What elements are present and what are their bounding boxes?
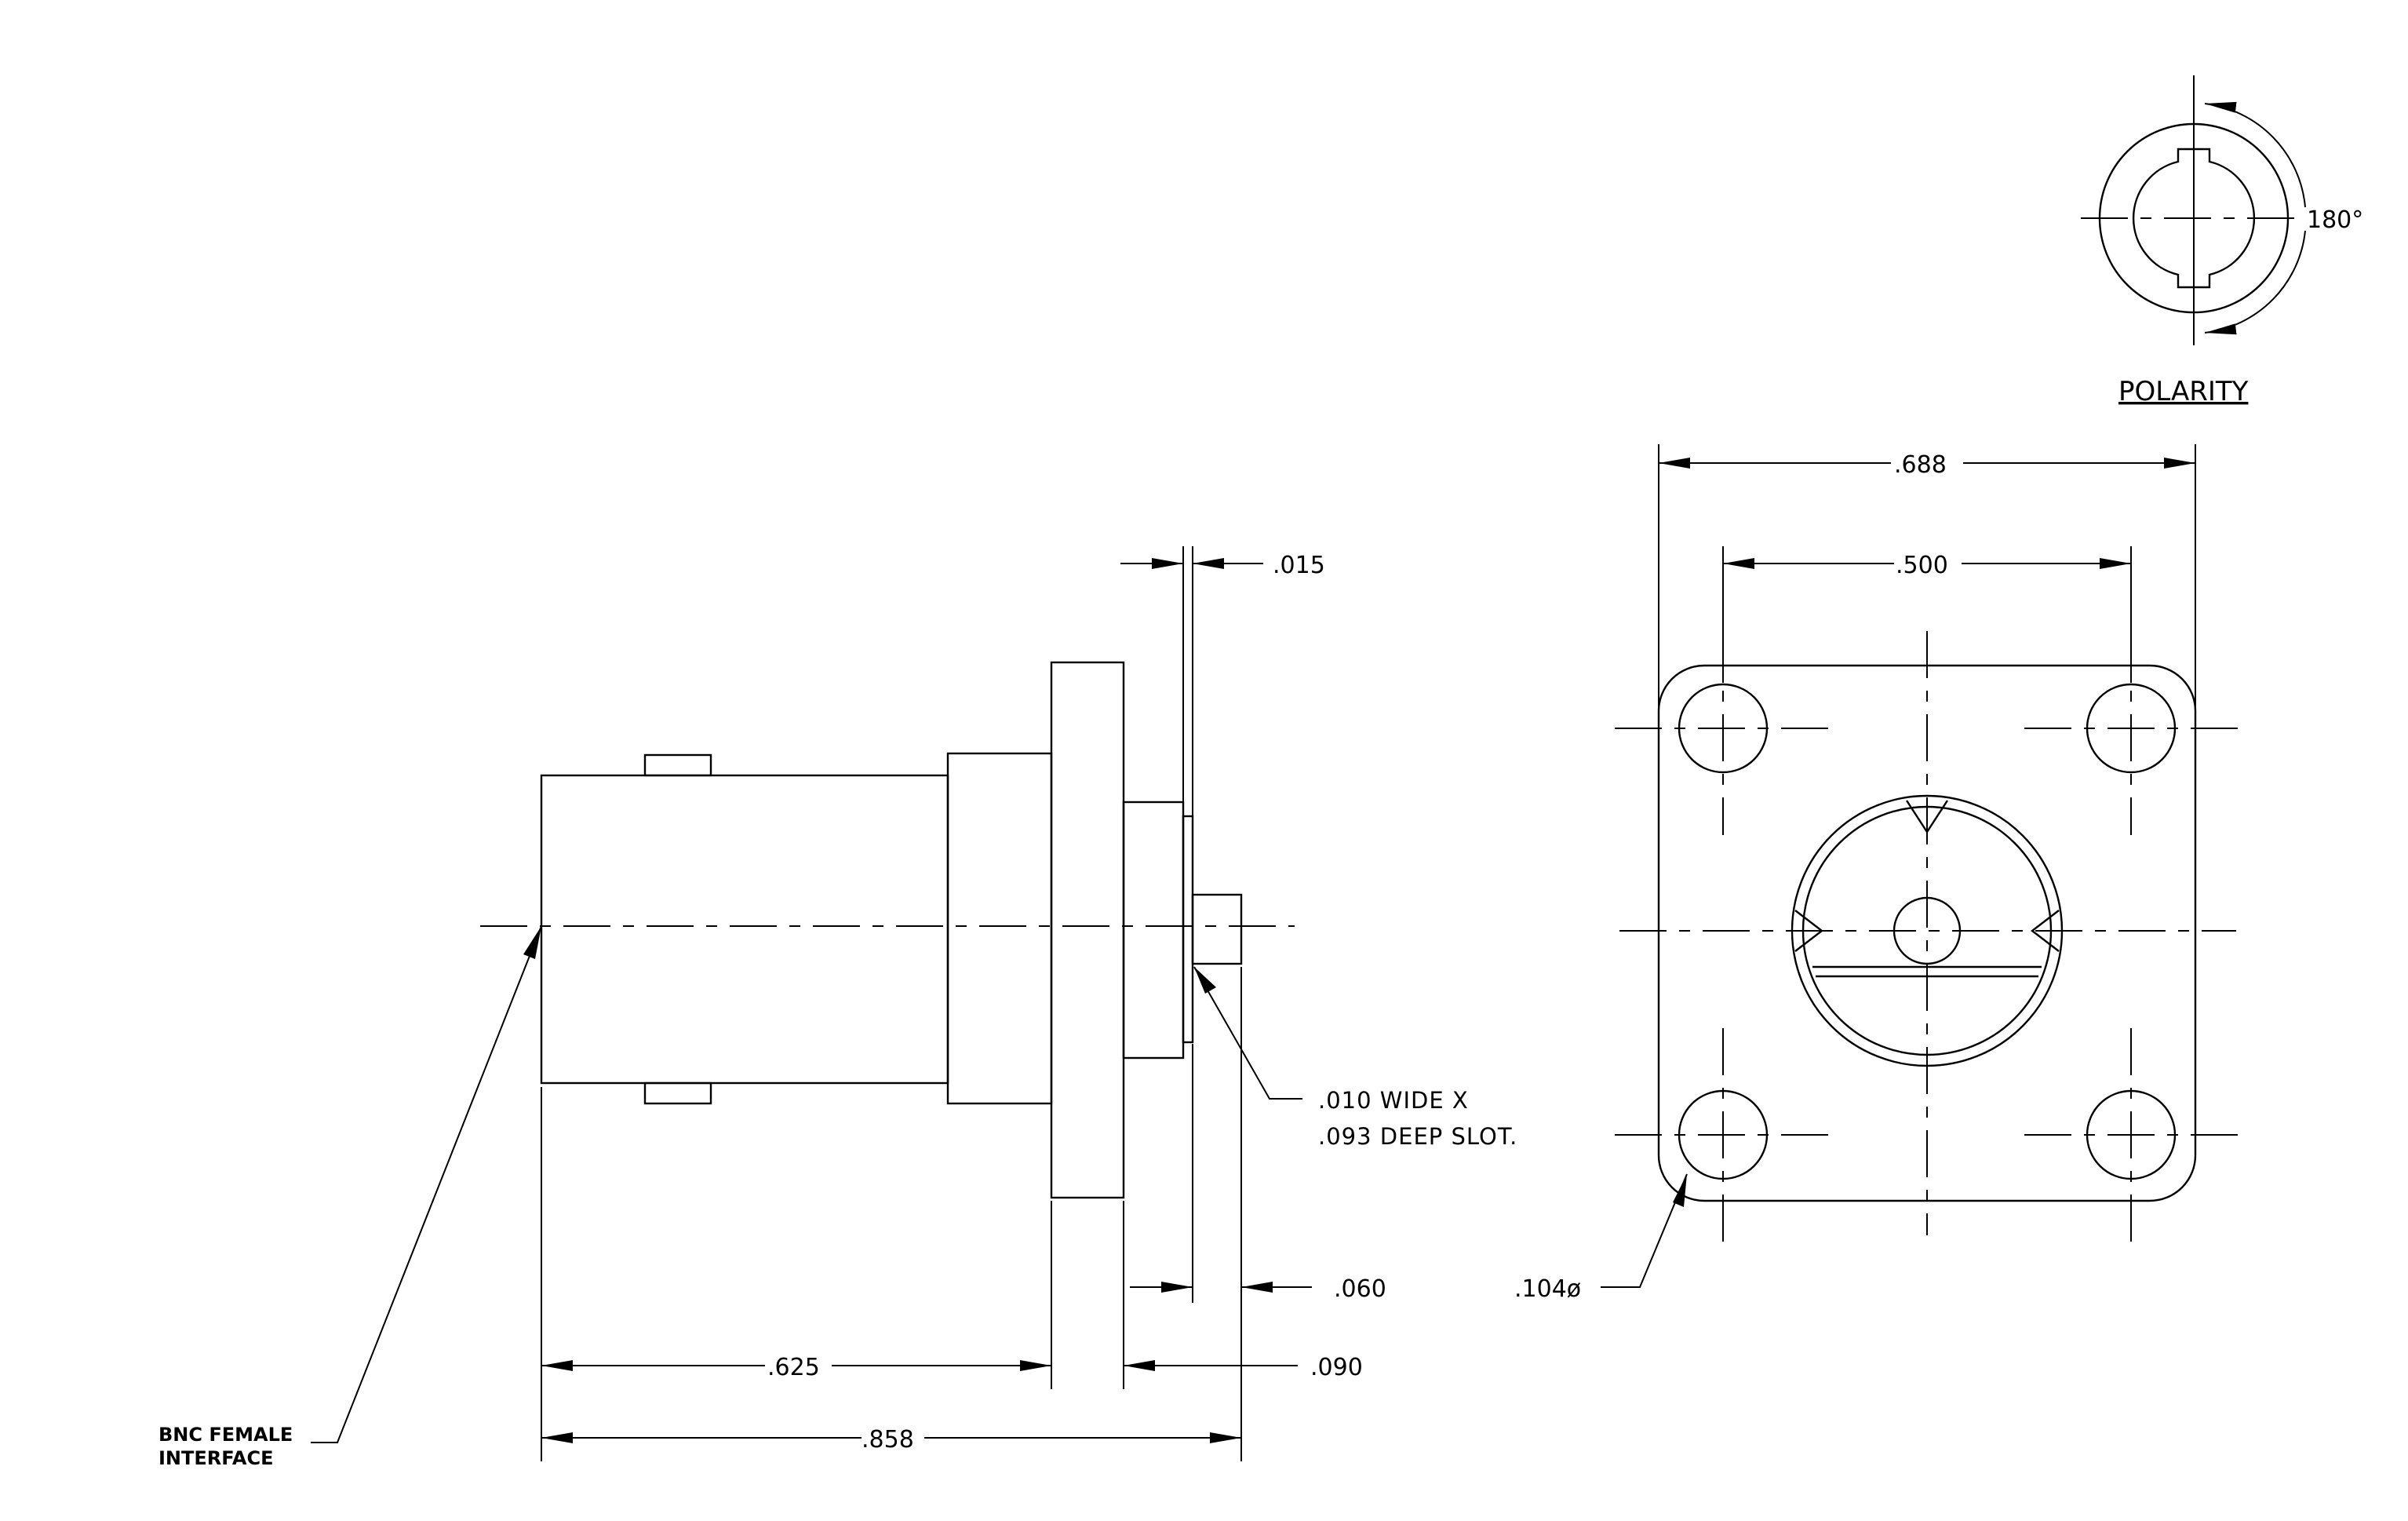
flange xyxy=(1050,661,1125,1199)
polarity-arc-top xyxy=(2204,101,2306,208)
rear-plate xyxy=(1182,815,1194,1044)
polarity-keyed-ring xyxy=(2132,148,2256,289)
bnc-note-line1: BNC FEMALE xyxy=(158,1424,293,1446)
bnc-leader-arrow xyxy=(523,926,541,959)
notch-left xyxy=(1794,910,1823,952)
notch-top xyxy=(1905,800,1949,834)
polarity-arc-bottom xyxy=(2204,230,2306,335)
hole-dia-label: .104ø xyxy=(1514,1275,1581,1303)
dim-500-label: .500 xyxy=(1896,552,1948,579)
bayonet-body xyxy=(540,774,949,1085)
bnc-outer-ring xyxy=(1791,794,2064,1067)
slot-leader-arrow xyxy=(1194,967,1216,994)
polarity-angle-label: 180° xyxy=(2307,206,2363,234)
slot-note-line2: .093 DEEP SLOT. xyxy=(1318,1123,1517,1150)
dim-625-label: .625 xyxy=(767,1354,820,1381)
bnc-note-line2: INTERFACE xyxy=(158,1447,273,1469)
hole-dia-leader xyxy=(1601,1173,1688,1288)
mounting-hole-bottom-right xyxy=(2086,1089,2177,1180)
center-contact xyxy=(1893,896,1962,965)
bayonet-stud-top xyxy=(643,753,712,777)
side-view: .015 .010 WIDE X .093 DEEP SLOT. .060 .0… xyxy=(158,546,1517,1469)
dim-858-label: .858 xyxy=(862,1426,914,1454)
nut-section xyxy=(946,752,1053,1105)
rear-body xyxy=(1122,801,1185,1060)
mounting-hole-top-right xyxy=(2086,683,2177,774)
mounting-hole-bottom-left xyxy=(1678,1089,1769,1180)
bayonet-stud-bottom xyxy=(643,1081,712,1105)
polarity-title: POLARITY xyxy=(2118,376,2249,407)
front-view: .688 .500 .104ø xyxy=(1514,444,2244,1303)
bnc-leader xyxy=(311,925,542,1443)
polarity-view: 180° POLARITY xyxy=(2081,75,2363,407)
dim-688-label: .688 xyxy=(1894,451,1947,479)
slot-note-line1: .010 WIDE X xyxy=(1318,1087,1469,1114)
dim-090-label: .090 xyxy=(1310,1354,1363,1381)
mounting-hole-top-left xyxy=(1678,683,1769,774)
bnc-inner-ring xyxy=(1801,805,2053,1056)
dim-060-label: .060 xyxy=(1334,1275,1386,1303)
notch-right xyxy=(2031,910,2060,952)
dim-015-label: .015 xyxy=(1273,552,1325,579)
contact-pin xyxy=(1191,893,1243,965)
slot-leader xyxy=(1193,966,1302,1100)
hole-dia-leader-arrow xyxy=(1673,1174,1687,1207)
